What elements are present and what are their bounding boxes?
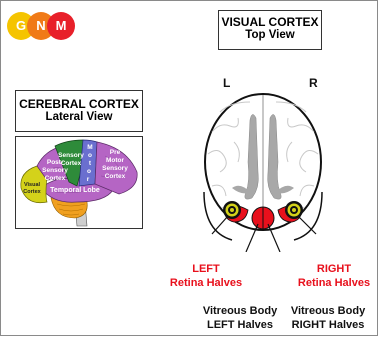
post-sensory-label-2: Sensory: [42, 167, 68, 174]
left-side-label: L: [223, 76, 230, 90]
sensory-cortex-label: Sensory: [58, 152, 84, 159]
cerebral-cortex-title: CEREBRAL CORTEX: [16, 97, 142, 111]
lateral-brain-illustration: Sensory Cortex M o t o r Pre Motor Senso…: [15, 136, 143, 229]
left-retina-label-line1: LEFT: [192, 263, 220, 275]
vitreous-right-label: Vitreous Body RIGHT Halves: [284, 304, 372, 332]
visual-cortex-subtitle: Top View: [219, 29, 321, 41]
premotor-label-3: Sensory: [102, 165, 128, 172]
motor-label-o1: o: [88, 152, 92, 159]
motor-label-o2: o: [87, 168, 91, 175]
premotor-label-2: Motor: [106, 157, 125, 164]
vitreous-left-label: Vitreous Body LEFT Halves: [198, 304, 282, 332]
gnm-logo: G N M: [7, 12, 87, 40]
vitreous-right-label-line1: Vitreous Body: [291, 305, 365, 317]
premotor-label-4: Cortex: [105, 173, 126, 180]
right-side-label: R: [309, 76, 318, 90]
visual-cortex-title-box: VISUAL CORTEX Top View: [218, 10, 322, 50]
pointer-right-retina: [298, 216, 316, 234]
visual-cortex-top-view: [190, 92, 340, 252]
right-retina-label-line2: Retina Halves: [298, 277, 370, 289]
temporal-lobe-label: Temporal Lobe: [50, 187, 100, 194]
post-sensory-label-1: Post-: [47, 159, 63, 166]
vitreous-left-label-line2: LEFT Halves: [207, 319, 273, 331]
visual-cortex-title: VISUAL CORTEX: [219, 15, 321, 29]
left-retina-label-line2: Retina Halves: [170, 277, 242, 289]
post-sensory-label-3: Cortex: [45, 175, 66, 182]
premotor-label-1: Pre: [110, 149, 121, 156]
left-eye-target: [223, 201, 241, 219]
vitreous-left-label-line1: Vitreous Body: [203, 305, 277, 317]
pointer-left-retina: [212, 216, 228, 234]
right-retina-label-line1: RIGHT: [317, 263, 351, 275]
left-retina-label: LEFT Retina Halves: [166, 262, 246, 290]
logo-m: M: [47, 12, 75, 40]
right-retina-label: RIGHT Retina Halves: [292, 262, 376, 290]
cerebral-cortex-title-box: CEREBRAL CORTEX Lateral View: [15, 90, 143, 132]
vitreous-right-label-line2: RIGHT Halves: [292, 319, 365, 331]
right-eye-target: [285, 201, 303, 219]
cerebral-cortex-subtitle: Lateral View: [16, 111, 142, 123]
visual-cortex-label-2: Cortex: [23, 189, 41, 195]
sensory-cortex-label-2: Cortex: [61, 160, 82, 167]
motor-label-m: M: [87, 144, 92, 151]
visual-cortex-label-1: Visual: [24, 182, 41, 188]
